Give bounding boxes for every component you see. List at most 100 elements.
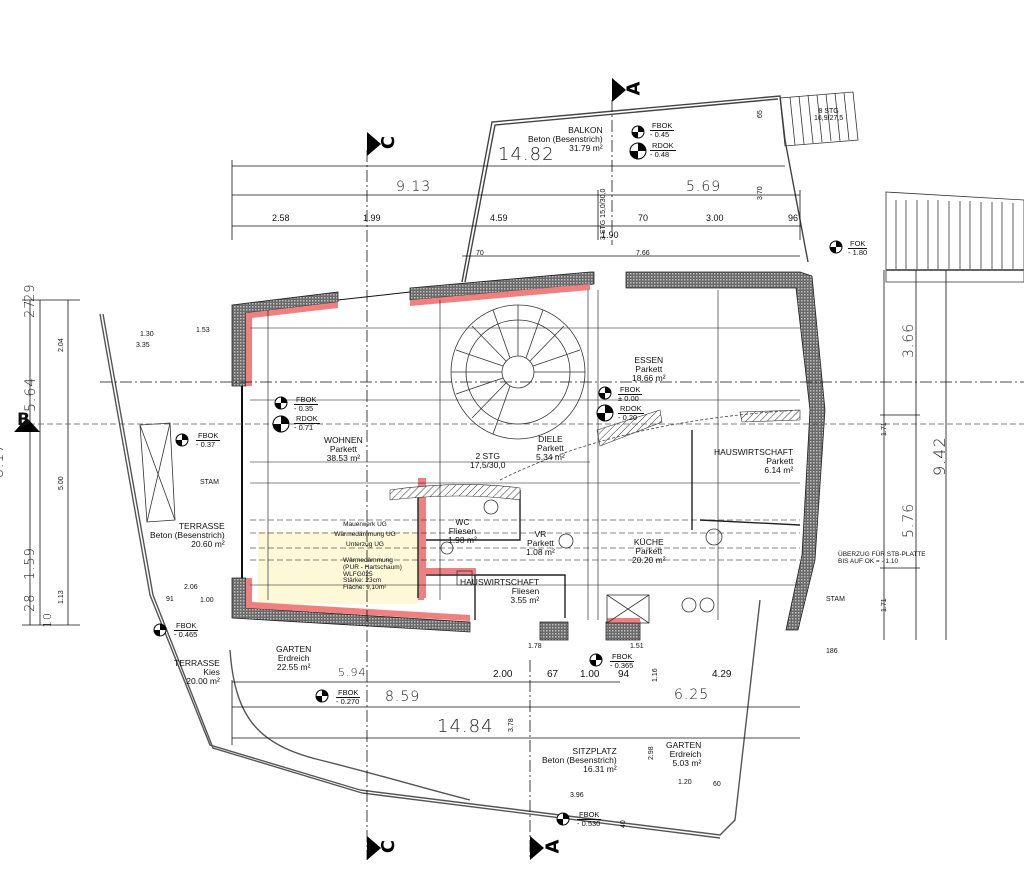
door-swing-arc (499, 409, 801, 481)
room-diele-floor: Parkett (536, 442, 564, 453)
room-balkon-floor: Beton (Besenstrich) (528, 133, 603, 144)
room-wc-name: WC (455, 517, 470, 527)
level-terrasse-kies-fbok: FBOK- 0.465 (174, 621, 199, 639)
room-terrasse-beton-area: 20.60 m² (191, 538, 225, 549)
room-kueche: KÜCHE Parkett 20.20 m² (632, 538, 666, 565)
room-balkon: BALKON Beton (Besenstrich) 31.79 m² (528, 126, 603, 153)
spiral-staircase (450, 304, 586, 440)
room-hwr-ost-area: 6.14 m² (764, 464, 794, 475)
note-line4: Wärmedämmung (343, 557, 393, 564)
outside-stair-e (885, 191, 1024, 283)
insulation-note: Mauerwerk UG Wärmedämmung UG Unterzug UG (325, 521, 405, 548)
dim-left-10: 10 (41, 612, 54, 628)
dim-top-190: 1.90 (601, 230, 619, 240)
dim-left-335: 3.35 (136, 342, 150, 349)
dim-top-70: 70 (638, 213, 649, 223)
stair-main-ratio: 17,5/30,0 (470, 459, 506, 470)
room-hwr-area: 3.55 m² (510, 594, 540, 605)
room-hauswirtschaft: HAUSWIRTSCHAFT Fliesen 3.55 m² (460, 578, 539, 605)
level-sitzplatz-north-fbok: FBOK- 0.365 (610, 652, 635, 670)
level-essen-fbok: FBOK± 0.00 (618, 385, 643, 403)
room-terrasse-beton: TERRASSE Beton (Besenstrich) 20.60 m² (150, 522, 225, 549)
room-hwr-ost-name: HAUSWIRTSCHAFT (714, 447, 794, 457)
dim-left-204: 2.04 (58, 338, 65, 352)
dim-bottom-625: 6.25 (674, 687, 710, 703)
dim-bottom-396: 3.96 (570, 792, 584, 799)
dim-bottom-overall: 14.84 (437, 716, 494, 737)
dim-bottom-116: 1.16 (652, 668, 659, 682)
site-outline (99, 313, 761, 839)
dim-right-171a: 1.71 (881, 422, 888, 436)
ueberzug-line2: BIS AUF OK = - 1.10 (838, 557, 899, 565)
room-hwr-floor: Fliesen (511, 585, 540, 596)
room-kueche-name: KÜCHE (633, 537, 664, 547)
room-essen-area: 18.66 m² (632, 372, 666, 383)
dim-right-366: 3.66 (901, 322, 917, 358)
dim-bottom-178: 1.78 (528, 643, 542, 650)
dim-left-153: 1.53 (196, 327, 210, 334)
dim-left-130: 1.30 (140, 331, 154, 338)
stair-main-label: 2 STG 17,5/30,0 (470, 452, 505, 470)
room-kueche-floor: Parkett (635, 545, 663, 556)
dim-left-500: 5.00 (58, 476, 65, 490)
insulation-lining (246, 284, 640, 623)
room-diele: DIELE Parkett 5.34 m² (536, 435, 565, 462)
dimension-lines (20, 100, 1024, 860)
level-fok-east: FOK- 1.80 (848, 239, 868, 257)
room-garten-sued: GARTEN Erdreich 5.03 m² (666, 741, 701, 768)
section-marker-b: B (17, 410, 30, 430)
dim-top-459: 4.59 (490, 213, 508, 223)
room-wohnen-floor: Parkett (329, 443, 357, 454)
room-sitzplatz-floor: Beton (Besenstrich) (542, 754, 617, 765)
dim-left-29: 29 (23, 283, 38, 302)
level-sitzplatz-south-fbok: FBOK- 0.530 (577, 810, 602, 828)
section-marker-a-top: A (623, 81, 645, 96)
note-line5: (PUR - Hartschaum) (343, 563, 402, 571)
room-garten-west-floor: Erdreich (277, 652, 310, 663)
exterior-walls (231, 271, 826, 641)
level-balkon-fbok: FBOK- 0.45 (650, 121, 675, 139)
dim-bottom-40: 40 (620, 820, 627, 828)
dim-left-28: 28 (23, 593, 38, 612)
section-marker-a-bottom: A (542, 839, 564, 854)
dim-right-171b: 1.71 (881, 598, 888, 612)
dim-left-100: 1.00 (200, 597, 214, 604)
dim-top-258: 2.58 (272, 213, 290, 223)
dim-top-overall: 14.82 (498, 144, 555, 165)
stair-outside-steps: 8 STG (818, 108, 839, 115)
dim-bottom-378: 3.78 (508, 718, 515, 732)
room-essen-name: ESSEN (634, 355, 664, 365)
dim-top-370: 3.70 (757, 186, 764, 200)
dim-right-576: 5.76 (901, 502, 917, 538)
room-vr: VR Parkett 1.08 m² (526, 530, 555, 557)
note-line3: Unterzug UG (346, 540, 384, 548)
room-garten-west-area: 22.55 m² (276, 661, 311, 672)
room-essen-floor: Parkett (635, 363, 663, 374)
room-diele-name: DIELE (538, 434, 563, 444)
room-wohnen-area: 38.53 m² (326, 452, 361, 463)
fixtures (440, 499, 723, 613)
level-garten-fbok: FBOK- 0.270 (336, 688, 361, 706)
room-terrasse-beton-name: TERRASSE (178, 521, 225, 531)
room-garten-sued-area: 5.03 m² (672, 757, 702, 768)
note-line2: Wärmedämmung UG (334, 530, 396, 538)
room-garten-west: GARTEN Erdreich 22.55 m² (276, 645, 311, 672)
dim-bottom-151: 1.51 (630, 643, 644, 650)
level-essen-rdok: RDOK- 0.20 (618, 404, 644, 422)
dim-top-199: 1.99 (363, 213, 381, 223)
insulation-spec: Wärmedämmung (PUR - Hartschaum) WLFG025 … (343, 557, 402, 592)
room-sitzplatz: SITZPLATZ Beton (Besenstrich) 16.31 m² (542, 747, 617, 774)
room-terrasse-kies-name: TERRASSE (174, 658, 220, 668)
balkon-outline (461, 95, 809, 283)
section-triangles (14, 78, 626, 860)
room-wc-floor: Fliesen (448, 525, 477, 536)
ueberzug-line1: ÜBERZUG FÜR STB-PLATTE (838, 551, 926, 558)
note-line1: Mauerwerk UG (343, 521, 387, 528)
dim-top-569: 5.69 (686, 179, 722, 195)
room-terrasse-kies: TERRASSE Kies 20.00 m² (174, 659, 220, 686)
outside-stair-ne (779, 91, 859, 147)
insulation-zone (258, 532, 418, 604)
room-balkon-area: 31.79 m² (569, 142, 603, 153)
dim-left-206: 2.06 (184, 584, 198, 591)
room-hwr-ost-floor: Parkett (766, 455, 794, 466)
